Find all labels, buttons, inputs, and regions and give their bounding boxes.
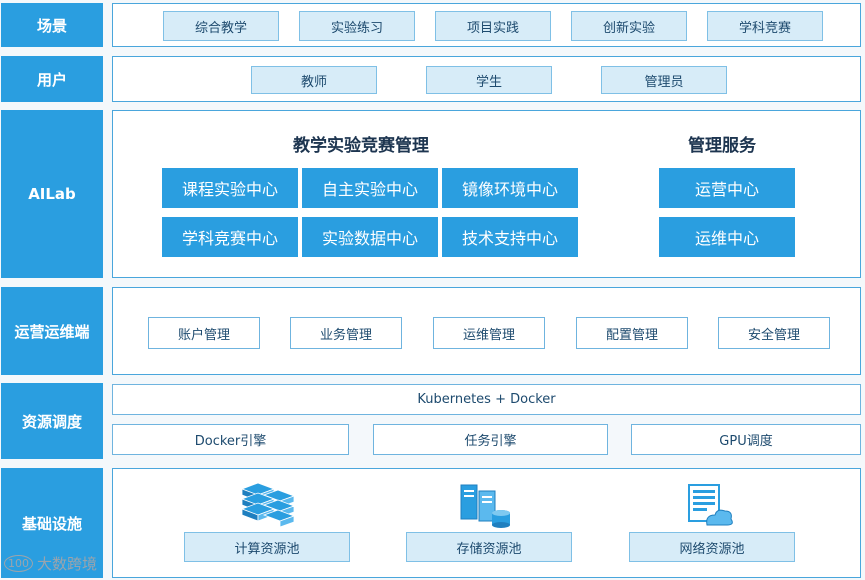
watermark: 100 大数跨境 <box>4 553 97 574</box>
teaching-section-title: 教学实验竞赛管理 <box>293 136 429 156</box>
layer-label-text: 场景 <box>36 16 67 35</box>
layer-label-user: 用户 <box>1 56 103 102</box>
ailab-center-button[interactable]: 实验数据中心 <box>302 217 438 257</box>
user-item[interactable]: 教师 <box>251 66 377 94</box>
management-section-title: 管理服务 <box>688 136 756 156</box>
storage-icon <box>457 483 513 535</box>
scheduling-item[interactable]: GPU调度 <box>631 424 861 455</box>
mgmt-center-button[interactable]: 运维中心 <box>659 217 795 257</box>
infra-item[interactable]: 网络资源池 <box>629 532 795 562</box>
user-item[interactable]: 学生 <box>426 66 552 94</box>
ailab-center-button[interactable]: 自主实验中心 <box>302 168 438 208</box>
ailab-center-button[interactable]: 镜像环境中心 <box>442 168 578 208</box>
layer-label-text: 用户 <box>36 70 67 89</box>
ops-item[interactable]: 业务管理 <box>290 317 402 349</box>
watermark-logo-icon: 100 <box>4 555 33 572</box>
ailab-center-button[interactable]: 课程实验中心 <box>162 168 298 208</box>
user-item[interactable]: 管理员 <box>601 66 727 94</box>
layer-label-text: 资源调度 <box>21 412 82 431</box>
layer-label-text: 基础设施 <box>21 514 82 533</box>
scheduling-item[interactable]: Docker引擎 <box>112 424 349 455</box>
mgmt-center-button[interactable]: 运营中心 <box>659 168 795 208</box>
scene-item[interactable]: 学科竞赛 <box>707 11 823 41</box>
network-icon <box>683 481 735 535</box>
scene-item[interactable]: 实验练习 <box>299 11 415 41</box>
scene-item[interactable]: 项目实践 <box>435 11 551 41</box>
layer-label-ops: 运营运维端 <box>1 287 103 375</box>
ops-item[interactable]: 配置管理 <box>576 317 688 349</box>
ailab-center-button[interactable]: 学科竞赛中心 <box>162 217 298 257</box>
ops-item[interactable]: 运维管理 <box>433 317 545 349</box>
ops-item[interactable]: 安全管理 <box>718 317 830 349</box>
ops-item[interactable]: 账户管理 <box>148 317 260 349</box>
layer-label-text: 运营运维端 <box>14 322 90 341</box>
scene-item[interactable]: 创新实验 <box>571 11 687 41</box>
infra-layer-box: 计算资源池 存储资源池 网络资源池 <box>112 468 861 578</box>
kubernetes-docker-bar: Kubernetes + Docker <box>112 384 861 415</box>
ops-layer-box: 账户管理 业务管理 运维管理 配置管理 安全管理 <box>112 287 861 375</box>
scene-item[interactable]: 综合教学 <box>163 11 279 41</box>
ailab-center-button[interactable]: 技术支持中心 <box>442 217 578 257</box>
infra-item[interactable]: 存储资源池 <box>406 532 572 562</box>
ailab-layer-box: 教学实验竞赛管理 管理服务 课程实验中心 自主实验中心 镜像环境中心 学科竞赛中… <box>112 110 861 278</box>
layer-label-scene: 场景 <box>1 3 103 47</box>
watermark-text: 大数跨境 <box>37 555 98 573</box>
scheduling-item[interactable]: 任务引擎 <box>373 424 608 455</box>
layer-label-scheduling: 资源调度 <box>1 383 103 459</box>
layer-label-text: AILab <box>28 185 76 203</box>
server-rack-icon <box>238 479 298 533</box>
scene-layer-box: 综合教学 实验练习 项目实践 创新实验 学科竞赛 <box>112 3 861 47</box>
infra-item[interactable]: 计算资源池 <box>184 532 350 562</box>
layer-label-ailab: AILab <box>1 110 103 278</box>
user-layer-box: 教师 学生 管理员 <box>112 56 861 102</box>
